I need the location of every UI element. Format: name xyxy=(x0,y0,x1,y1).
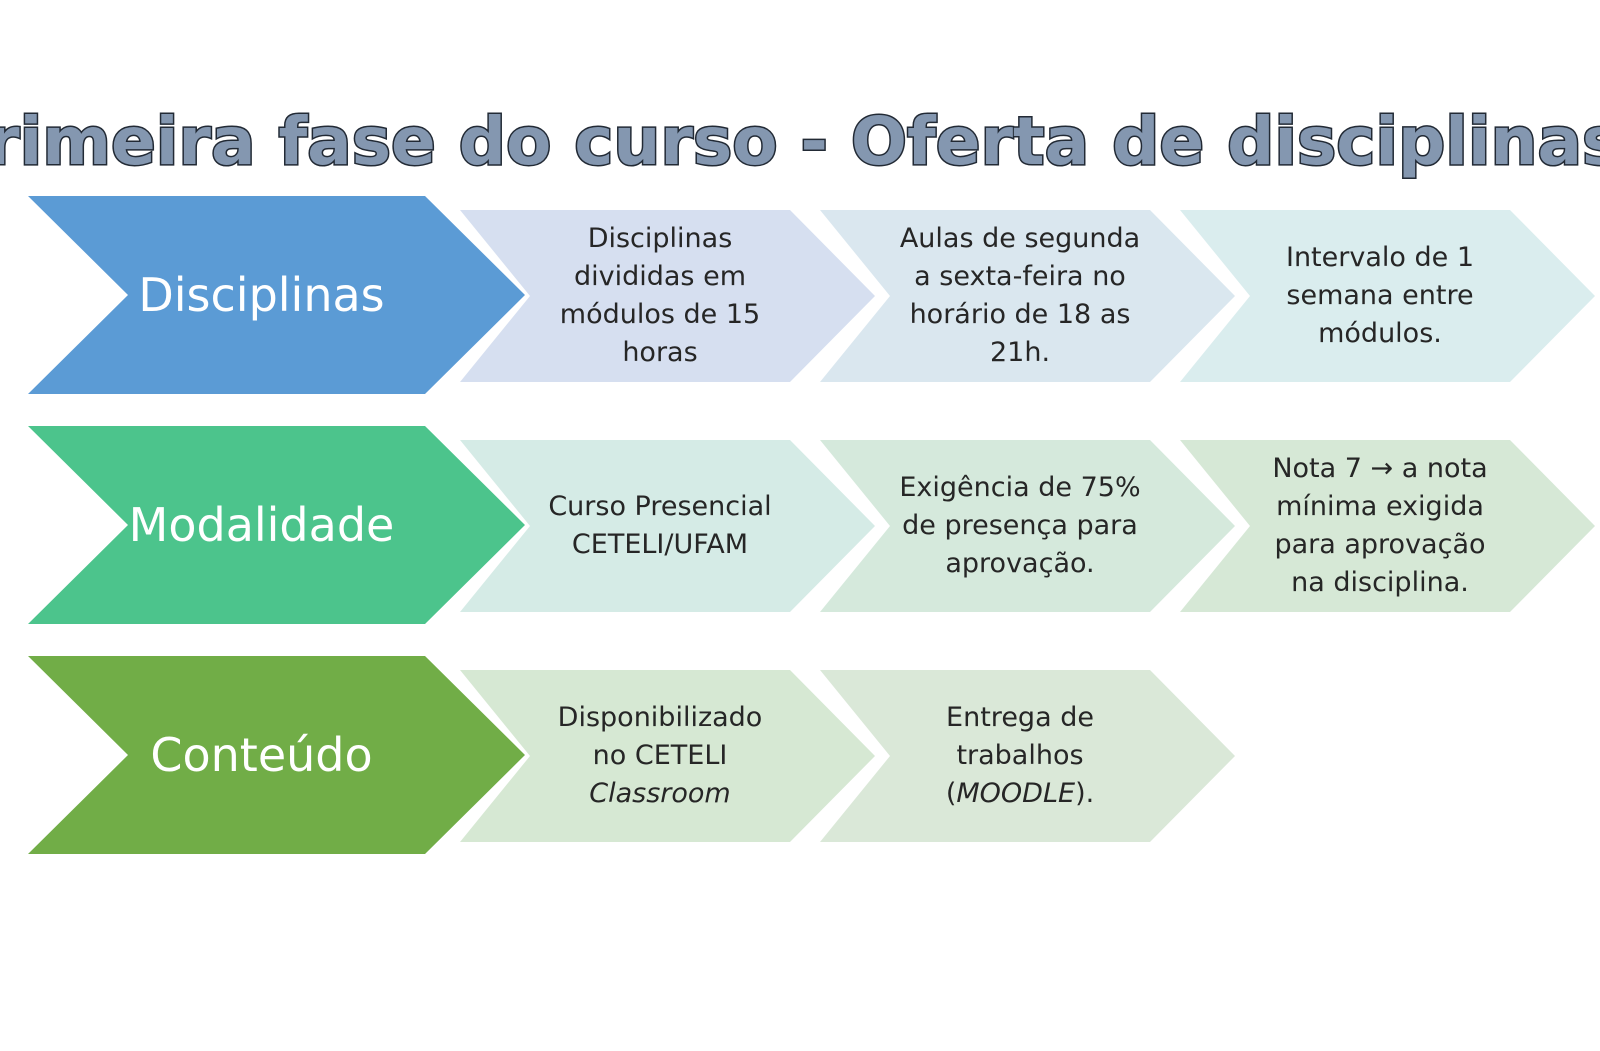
detail-text-block: Exigência de 75% de presença para aprova… xyxy=(899,469,1140,583)
detail-text-part: Intervalo de 1 semana entre módulos. xyxy=(1285,242,1474,349)
detail-text-part: MOODLE xyxy=(956,778,1076,809)
detail-text-block: Nota 7 → a nota mínima exigida para apro… xyxy=(1272,450,1487,602)
chevron-shape xyxy=(820,440,1235,612)
chevron-shape xyxy=(1180,210,1595,382)
heading-chevron-modalidade: Modalidade xyxy=(28,426,525,624)
heading-label: Disciplinas xyxy=(138,268,385,322)
chevron-shape xyxy=(460,440,875,612)
detail-chevron-3: Intervalo de 1 semana entre módulos. xyxy=(1180,210,1595,382)
detail-text: Disponibilizado no CETELI Classroom xyxy=(520,670,800,842)
chevron-shape xyxy=(28,196,525,394)
detail-chevron-1: Curso Presencial CETELI/UFAM xyxy=(460,440,875,612)
detail-text-part: Exigência de 75% de presença para aprova… xyxy=(899,472,1141,579)
chevron-shape xyxy=(820,210,1235,382)
detail-text-part: Entrega de trabalhos ( xyxy=(945,702,1094,809)
detail-chevron-2: Exigência de 75% de presença para aprova… xyxy=(820,440,1235,612)
row-disciplinas: Disciplinas Disciplinas divididas em módu… xyxy=(0,196,1600,396)
detail-text: Nota 7 → a nota mínima exigida para apro… xyxy=(1240,440,1520,612)
detail-text-part: ). xyxy=(1075,778,1095,809)
chevron-shape xyxy=(460,210,875,382)
chevron-shape xyxy=(1180,440,1595,612)
detail-text-part: Curso Presencial CETELI/UFAM xyxy=(548,491,772,560)
detail-text: Entrega de trabalhos (MOODLE). xyxy=(880,670,1160,842)
chevron-shape xyxy=(28,426,525,624)
detail-text-part: Nota 7 → a nota mínima exigida para apro… xyxy=(1272,453,1488,598)
chevron-shape xyxy=(460,670,875,842)
detail-text-block: Intervalo de 1 semana entre módulos. xyxy=(1286,239,1474,353)
detail-text-part: Disponibilizado no CETELI xyxy=(557,702,763,771)
detail-text: Exigência de 75% de presença para aprova… xyxy=(880,440,1160,612)
detail-text-part: Classroom xyxy=(589,778,731,809)
chevron-shape xyxy=(28,656,525,854)
row-modalidade: Modalidade Curso Presencial CETELI/UFAM Ex… xyxy=(0,426,1600,626)
detail-chevron-1: Disciplinas divididas em módulos de 15 h… xyxy=(460,210,875,382)
detail-text-part: Disciplinas divididas em módulos de 15 h… xyxy=(559,223,761,368)
page-title: Primeira fase do curso - Oferta de disci… xyxy=(0,98,1600,188)
heading-chevron-disciplinas: Disciplinas xyxy=(28,196,525,394)
detail-text-block: Entrega de trabalhos (MOODLE). xyxy=(946,699,1094,813)
page-title-text: Primeira fase do curso - Oferta de disci… xyxy=(0,103,1600,180)
detail-text-block: Aulas de segunda a sexta-feira no horári… xyxy=(900,220,1140,372)
heading-chevron-conteudo: Conteúdo xyxy=(28,656,525,854)
detail-text-block: Disciplinas divididas em módulos de 15 h… xyxy=(560,220,760,372)
heading-label: Modalidade xyxy=(128,498,395,552)
detail-chevron-1: Disponibilizado no CETELI Classroom xyxy=(460,670,875,842)
heading-label: Conteúdo xyxy=(150,728,373,782)
row-conteudo: Conteúdo Disponibilizado no CETELI Classr… xyxy=(0,656,1600,856)
detail-chevron-3: Nota 7 → a nota mínima exigida para apro… xyxy=(1180,440,1595,612)
detail-chevron-2: Aulas de segunda a sexta-feira no horári… xyxy=(820,210,1235,382)
detail-text: Disciplinas divididas em módulos de 15 h… xyxy=(520,210,800,382)
detail-text: Intervalo de 1 semana entre módulos. xyxy=(1240,210,1520,382)
detail-text: Aulas de segunda a sexta-feira no horári… xyxy=(880,210,1160,382)
detail-text: Curso Presencial CETELI/UFAM xyxy=(520,440,800,612)
detail-chevron-2: Entrega de trabalhos (MOODLE). xyxy=(820,670,1235,842)
chevron-shape xyxy=(820,670,1235,842)
detail-text-block: Disponibilizado no CETELI Classroom xyxy=(558,699,763,813)
detail-text-part: Aulas de segunda a sexta-feira no horári… xyxy=(899,223,1141,368)
detail-text-block: Curso Presencial CETELI/UFAM xyxy=(548,488,771,564)
